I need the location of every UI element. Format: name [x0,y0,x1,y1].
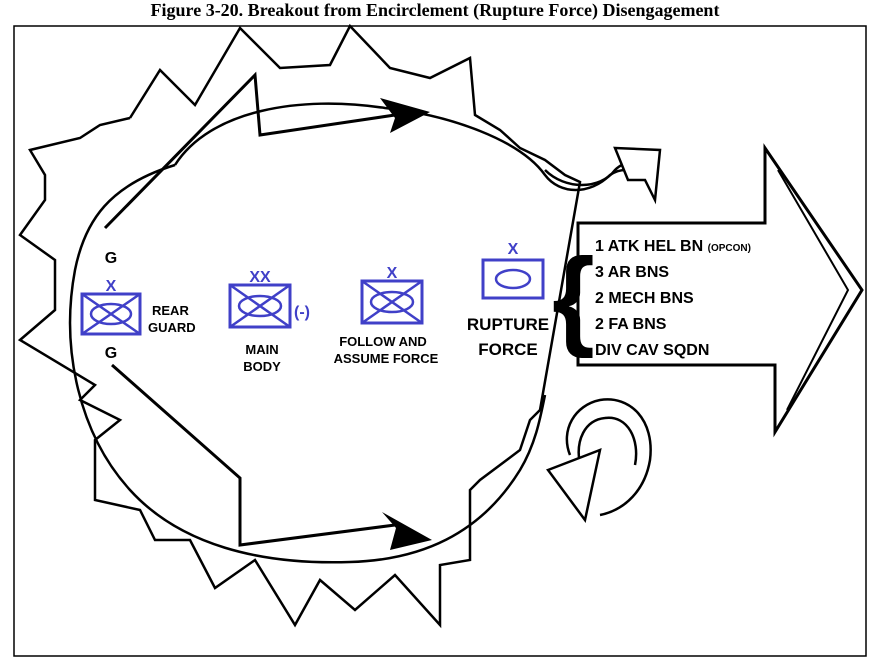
rear-guard-unit: X G G REAR GUARD [80,250,196,362]
rupture-force-unit: X RUPTURE FORCE [467,241,549,359]
rear-guard-symbol [80,292,142,336]
rupture-force-echelon: X [508,241,519,258]
breakout-arrow-outer [576,143,864,438]
upper-maneuver-arrowhead [380,98,430,133]
lower-maneuver-arrow [111,363,396,547]
task-org-item: 1 ATK HEL BN (OPCON) [595,238,751,255]
follow-assume-echelon: X [387,265,398,282]
lower-hook-arrow [565,398,652,517]
rear-guard-marker-bottom: G [105,345,117,362]
enemy-encirclement [17,23,582,629]
figure-frame [13,25,867,657]
main-body-unit: XX (-) MAIN BODY [228,269,310,374]
task-org-item: 2 MECH BNS [595,290,694,307]
rear-guard-marker-top: G [105,250,117,267]
rupture-force-label-1: RUPTURE [467,315,549,334]
follow-assume-label-2: ASSUME FORCE [334,351,439,366]
upper-hook-arrowhead [613,146,662,205]
follow-assume-unit: X FOLLOW AND ASSUME FORCE [334,265,439,366]
lower-hook-arrow-inner [577,416,638,466]
task-org-brace: { [552,236,595,359]
rear-guard-label-1: REAR [152,303,189,318]
upper-maneuver-arrow [103,71,396,230]
follow-assume-label-1: FOLLOW AND [339,334,427,349]
figure-title: Figure 3-20. Breakout from Encirclement … [150,0,720,20]
lower-hook-arrowhead [546,448,602,523]
follow-assume-symbol [360,279,424,325]
rear-guard-echelon: X [106,278,117,295]
main-body-symbol [228,283,292,329]
main-body-echelon: XX [249,269,271,286]
lower-maneuver-arrowhead [382,512,432,550]
rupture-force-label-2: FORCE [478,340,538,359]
task-org-list: 1 ATK HEL BN (OPCON) 3 AR BNS 2 MECH BNS… [595,238,751,359]
main-body-suffix: (-) [294,304,310,321]
task-org-item: 3 AR BNS [595,264,669,281]
rear-guard-label-2: GUARD [148,320,196,335]
task-org-item: DIV CAV SQDN [595,342,709,359]
task-org-item: 2 FA BNS [595,316,667,333]
main-body-label-2: BODY [243,359,281,374]
main-body-label-1: MAIN [245,342,278,357]
rupture-force-symbol [481,258,545,300]
breakout-arrow-inner [777,169,850,411]
